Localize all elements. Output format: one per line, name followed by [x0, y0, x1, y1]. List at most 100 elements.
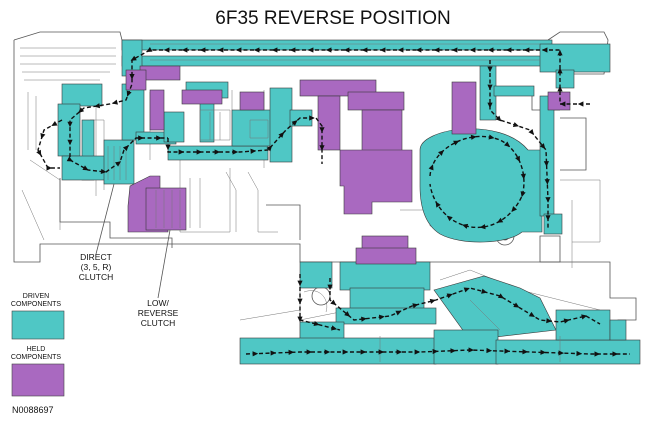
low-reverse-clutch-callout: LOW/ REVERSE CLUTCH: [138, 229, 179, 328]
flow-arrowhead: [544, 179, 550, 185]
flow-arrowhead: [378, 314, 385, 320]
flow-arrowhead: [100, 168, 107, 175]
flow-arrowhead: [557, 85, 563, 92]
held-low-reverse-plates: [145, 187, 187, 231]
flow-arrowhead: [82, 165, 89, 171]
flow-arrowhead: [66, 156, 73, 162]
held-right-cap: [547, 91, 571, 111]
legend-driven-line2: COMPONENTS: [11, 301, 62, 308]
flow-arrowhead: [495, 115, 502, 122]
driven-differential-case: [433, 329, 499, 365]
flow-arrowhead: [361, 316, 367, 322]
flow-arrowhead: [481, 288, 488, 294]
flow-arrowhead: [528, 129, 535, 135]
driven-axle-right: [495, 339, 641, 365]
flow-arrowhead: [196, 149, 203, 155]
flow-arrowhead: [540, 349, 547, 355]
driven-lower-left-block: [299, 261, 333, 289]
flow-arrowhead: [505, 47, 512, 53]
low-reverse-label-line2: REVERSE: [138, 308, 179, 318]
flow-arrowhead: [250, 148, 257, 154]
flow-arrowhead: [451, 47, 458, 53]
flow-arrowhead: [594, 351, 601, 357]
flow-arrowhead: [488, 134, 495, 140]
flow-arrowhead: [577, 101, 584, 107]
flow-arrowhead: [313, 320, 320, 327]
flow-arrowhead: [432, 348, 439, 355]
flow-arrowhead: [520, 173, 526, 180]
component-detail-lines: [107, 43, 561, 362]
flow-arrowhead: [331, 325, 338, 331]
direct-clutch-label-line3: CLUTCH: [79, 272, 113, 282]
flow-arrowhead: [612, 351, 619, 357]
flow-arrowhead: [523, 47, 530, 53]
driven-right-column: [479, 65, 497, 121]
flow-arrowhead: [504, 141, 511, 148]
flow-arrowhead: [325, 47, 332, 53]
low-reverse-label-line1: LOW/: [147, 298, 169, 308]
flow-arrowhead: [327, 284, 333, 291]
flow-arrowhead: [78, 107, 85, 113]
flow-arrowhead: [511, 206, 518, 213]
flow-arrowhead: [307, 47, 314, 53]
flow-arrowhead: [487, 66, 493, 73]
legend-held-swatch: [11, 363, 65, 397]
flow-arrowhead: [165, 144, 171, 151]
flow-arrowhead: [253, 47, 260, 53]
flow-arrowhead: [397, 47, 404, 53]
flow-arrowhead: [291, 120, 298, 126]
flow-arrowhead: [115, 161, 122, 167]
flow-arrowhead: [361, 47, 368, 53]
flow-arrowhead: [309, 115, 315, 121]
flow-arrowhead: [576, 350, 583, 357]
flow-arrowhead: [539, 143, 546, 150]
driven-mid-gear: [231, 109, 273, 147]
flow-arrowhead: [470, 134, 477, 140]
driven-right-hub: [539, 43, 611, 73]
flow-arrowhead: [199, 47, 206, 53]
flow-arrowhead: [379, 47, 386, 53]
diagram-title: 6F35 REVERSE POSITION: [215, 8, 450, 29]
flow-arrowhead: [497, 217, 504, 223]
flow-arrowhead: [497, 293, 505, 299]
flow-arrowhead: [146, 47, 153, 53]
flow-arrowhead: [130, 55, 137, 61]
flow-arrowhead: [297, 280, 303, 287]
direct-clutch-label-line2: (3, 5, R): [81, 262, 112, 272]
flow-arrowhead: [415, 47, 422, 53]
flow-arrowhead: [412, 303, 419, 309]
flow-arrowhead: [515, 155, 520, 162]
held-center-shelf: [347, 91, 405, 111]
flow-arrowhead: [266, 145, 273, 152]
flow-arrowhead: [487, 102, 493, 109]
flow-arrowhead: [463, 287, 470, 293]
flow-arrowhead: [557, 49, 563, 56]
flow-arrowhead: [563, 318, 570, 324]
flow-arrowhead: [462, 223, 469, 229]
flow-arrowhead: [546, 318, 552, 324]
flow-arrowhead: [129, 74, 135, 80]
flow-arrowhead: [181, 47, 188, 53]
low-reverse-label-line3: CLUTCH: [141, 318, 175, 328]
legend: DRIVEN COMPONENTS HELD COMPONENTS: [11, 293, 65, 397]
flow-arrowhead: [278, 132, 285, 138]
flow-arrowhead: [528, 311, 535, 317]
driven-left-wall: [57, 103, 81, 157]
flow-arrowhead: [504, 348, 511, 354]
flow-arrowhead: [36, 149, 42, 156]
direct-clutch-label-line1: DIRECT: [80, 252, 112, 262]
held-center-base: [339, 149, 413, 215]
flow-arrowhead: [297, 316, 303, 323]
held-components: [125, 65, 571, 265]
driven-lower-carrier: [339, 261, 431, 291]
driven-right-arm: [493, 85, 535, 97]
flow-arrowhead: [435, 201, 441, 208]
flow-arrowhead: [428, 164, 434, 171]
flow-arrowhead: [324, 349, 331, 355]
figure-code: N0088697: [12, 405, 54, 415]
flow-arrowhead: [545, 197, 551, 203]
power-flow: [36, 47, 630, 357]
flow-arrowhead: [543, 161, 550, 167]
flow-arrowhead: [138, 135, 144, 141]
